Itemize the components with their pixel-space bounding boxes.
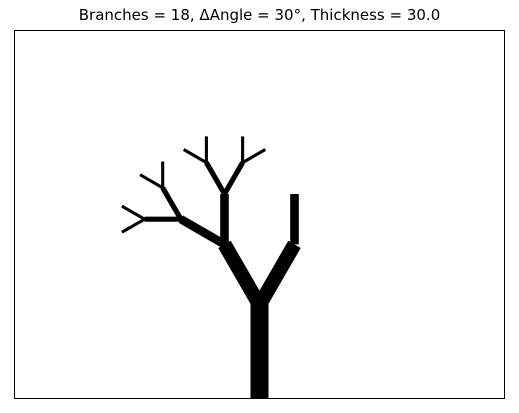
tree-branch-1	[218, 240, 266, 309]
tree-branch-5	[121, 204, 146, 221]
tree-branch-10	[204, 161, 227, 196]
tree-branch-13	[222, 161, 245, 196]
tree-branch-11	[182, 148, 208, 164]
fractal-tree	[121, 136, 301, 399]
tree-branch-6	[160, 186, 184, 221]
tree-branch-15	[241, 148, 267, 164]
figure-title: Branches = 18, ΔAngle = 30°, Thickness =…	[78, 6, 441, 24]
tree-branch-7	[139, 173, 164, 190]
tree-branch-16	[253, 240, 301, 309]
tree-branch-4	[121, 217, 146, 234]
tree-branch-2	[178, 215, 227, 249]
